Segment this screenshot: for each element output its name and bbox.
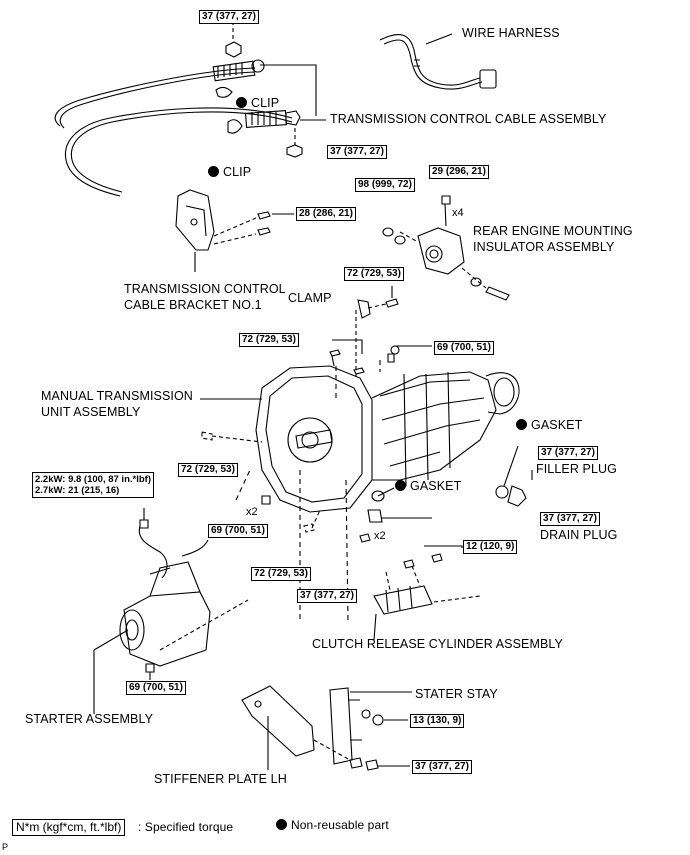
filler-plug-label: FILLER PLUG bbox=[536, 462, 617, 476]
starter-assembly-label: STARTER ASSEMBLY bbox=[25, 712, 154, 726]
legend-unit-box: N*m (kgf*cm, ft.*lbf) bbox=[12, 819, 126, 836]
torque-top: 37 (377, 27) bbox=[199, 10, 259, 24]
gasket-upper-text: GASKET bbox=[531, 418, 583, 432]
clutch-release-cylinder-label: CLUTCH RELEASE CYLINDER ASSEMBLY bbox=[312, 637, 563, 651]
torque-mount-29: 29 (296, 21) bbox=[429, 165, 489, 179]
starter-drawing bbox=[93, 508, 249, 714]
multiplier-x2-bottom: x2 bbox=[374, 530, 386, 542]
stater-stay-label: STATER STAY bbox=[415, 687, 498, 701]
torque-starter-terminal-line2: 2.7kW: 21 (215, 16) bbox=[35, 485, 120, 496]
torque-bottom-37: 37 (377, 27) bbox=[297, 589, 357, 603]
plugs-drawing bbox=[367, 445, 533, 523]
gasket-lower-text: GASKET bbox=[410, 479, 462, 493]
legend-nonreusable-text: Non-reusable part bbox=[291, 818, 389, 832]
clip-label-upper: CLIP bbox=[236, 96, 279, 111]
stiffener-plate-label: STIFFENER PLATE LH bbox=[154, 772, 287, 786]
torque-left-69: 69 (700, 51) bbox=[208, 524, 268, 538]
multiplier-x4: x4 bbox=[452, 207, 464, 219]
rear-engine-mounting-label-2: INSULATOR ASSEMBLY bbox=[473, 240, 615, 254]
wire-harness-label: WIRE HARNESS bbox=[462, 26, 560, 40]
control-cable-drawing bbox=[54, 14, 326, 197]
torque-starter-69: 69 (700, 51) bbox=[126, 681, 186, 695]
alignment-lines bbox=[235, 360, 381, 621]
gasket-label-lower: GASKET bbox=[395, 479, 461, 494]
nonreusable-dot-icon bbox=[208, 166, 219, 177]
legend-nonreusable: Non-reusable part bbox=[276, 818, 389, 833]
cable-bracket-label-1: TRANSMISSION CONTROL bbox=[124, 282, 286, 296]
corner-mark: P bbox=[2, 842, 9, 852]
legend-unit-text: : Specified torque bbox=[138, 820, 234, 834]
torque-drain: 37 (377, 27) bbox=[540, 512, 600, 526]
manual-transmission-label-1: MANUAL TRANSMISSION bbox=[41, 389, 193, 403]
clutch-cylinder-drawing bbox=[373, 545, 481, 641]
torque-bottom-72: 72 (729, 53) bbox=[251, 567, 311, 581]
cable-bracket-drawing bbox=[175, 189, 294, 272]
wire-harness-drawing bbox=[379, 33, 497, 90]
torque-upper-72: 72 (729, 53) bbox=[239, 333, 299, 347]
transmission-drawing bbox=[200, 339, 520, 543]
clip-lower-text: CLIP bbox=[223, 165, 252, 179]
torque-filler: 37 (377, 27) bbox=[538, 446, 598, 460]
torque-starter-terminal-line1: 2.2kW: 9.8 (100, 87 in.*lbf) bbox=[35, 474, 151, 485]
nonreusable-dot-icon bbox=[276, 819, 287, 830]
torque-clutch-12: 12 (120, 9) bbox=[463, 540, 518, 554]
torque-mount-98: 98 (999, 72) bbox=[355, 178, 415, 192]
torque-stay-37: 37 (377, 27) bbox=[412, 760, 472, 774]
clamp-label: CLAMP bbox=[288, 291, 332, 305]
stiffener-drawing bbox=[241, 685, 412, 771]
torque-clamp: 72 (729, 53) bbox=[344, 267, 404, 281]
rear-engine-mounting-label-1: REAR ENGINE MOUNTING bbox=[473, 224, 633, 238]
engine-mount-drawing bbox=[382, 195, 510, 301]
torque-left-72: 72 (729, 53) bbox=[178, 463, 238, 477]
manual-transmission-label-2: UNIT ASSEMBLY bbox=[41, 405, 141, 419]
torque-upper-69: 69 (700, 51) bbox=[434, 341, 494, 355]
clamp-drawing bbox=[355, 286, 399, 380]
drain-plug-label: DRAIN PLUG bbox=[540, 528, 618, 542]
transmission-control-cable-label: TRANSMISSION CONTROL CABLE ASSEMBLY bbox=[330, 112, 607, 126]
nonreusable-dot-icon bbox=[236, 97, 247, 108]
torque-cable-nut: 37 (377, 27) bbox=[327, 145, 387, 159]
gasket-label-upper: GASKET bbox=[516, 418, 582, 433]
clip-upper-text: CLIP bbox=[251, 96, 280, 110]
torque-starter-terminal: 2.2kW: 9.8 (100, 87 in.*lbf) 2.7kW: 21 (… bbox=[32, 472, 154, 498]
nonreusable-dot-icon bbox=[395, 480, 406, 491]
torque-stay-13: 13 (130, 9) bbox=[410, 714, 465, 728]
nonreusable-dot-icon bbox=[516, 419, 527, 430]
cable-bracket-label-2: CABLE BRACKET NO.1 bbox=[124, 298, 262, 312]
multiplier-x2-left: x2 bbox=[246, 506, 258, 518]
torque-bracket: 28 (286, 21) bbox=[296, 207, 356, 221]
clip-label-lower: CLIP bbox=[208, 165, 251, 180]
